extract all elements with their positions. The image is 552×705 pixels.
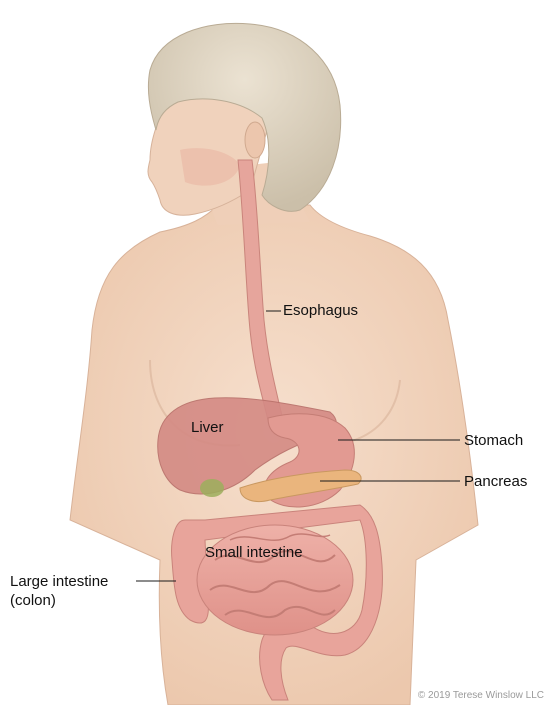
label-small-intestine: Small intestine bbox=[205, 544, 303, 562]
label-colon: (colon) bbox=[10, 592, 56, 610]
label-pancreas: Pancreas bbox=[464, 473, 527, 491]
copyright-credit: © 2019 Terese Winslow LLC bbox=[418, 690, 544, 701]
label-liver: Liver bbox=[191, 419, 224, 437]
ear bbox=[245, 122, 265, 158]
small-intestine-organ bbox=[197, 525, 353, 635]
label-esophagus: Esophagus bbox=[283, 302, 358, 320]
label-large-intestine: Large intestine bbox=[10, 573, 108, 591]
gallbladder bbox=[200, 479, 224, 497]
label-stomach: Stomach bbox=[464, 432, 523, 450]
